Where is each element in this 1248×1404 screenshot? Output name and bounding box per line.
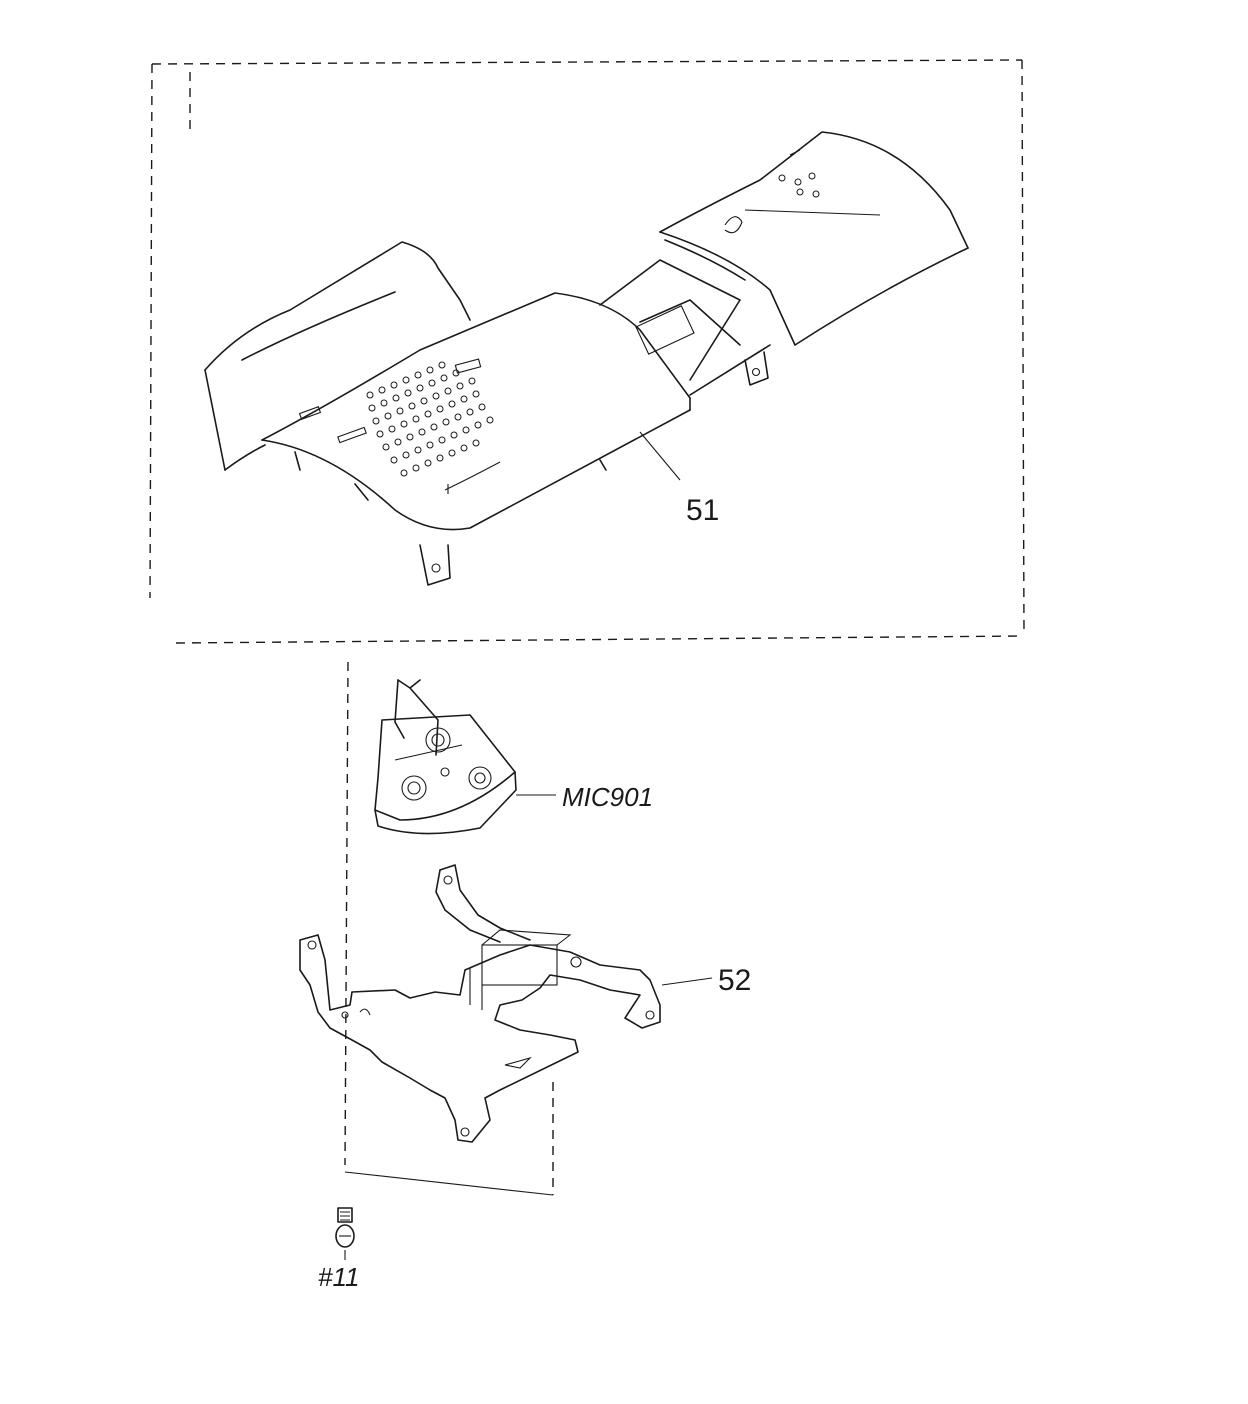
callout-screw-11: #11 xyxy=(318,1262,359,1292)
bracket-part xyxy=(299,864,713,1143)
microphone-part xyxy=(374,679,556,835)
callout-52: 52 xyxy=(718,964,751,997)
callout-51: 51 xyxy=(686,494,719,527)
top-cover-part xyxy=(204,131,969,586)
screw-part xyxy=(335,1207,355,1260)
speaker-grille xyxy=(366,361,494,477)
assembly-boundary xyxy=(149,59,1025,644)
assembly-guide-lines xyxy=(344,661,554,1196)
callout-mic901: MIC901 xyxy=(562,782,653,812)
